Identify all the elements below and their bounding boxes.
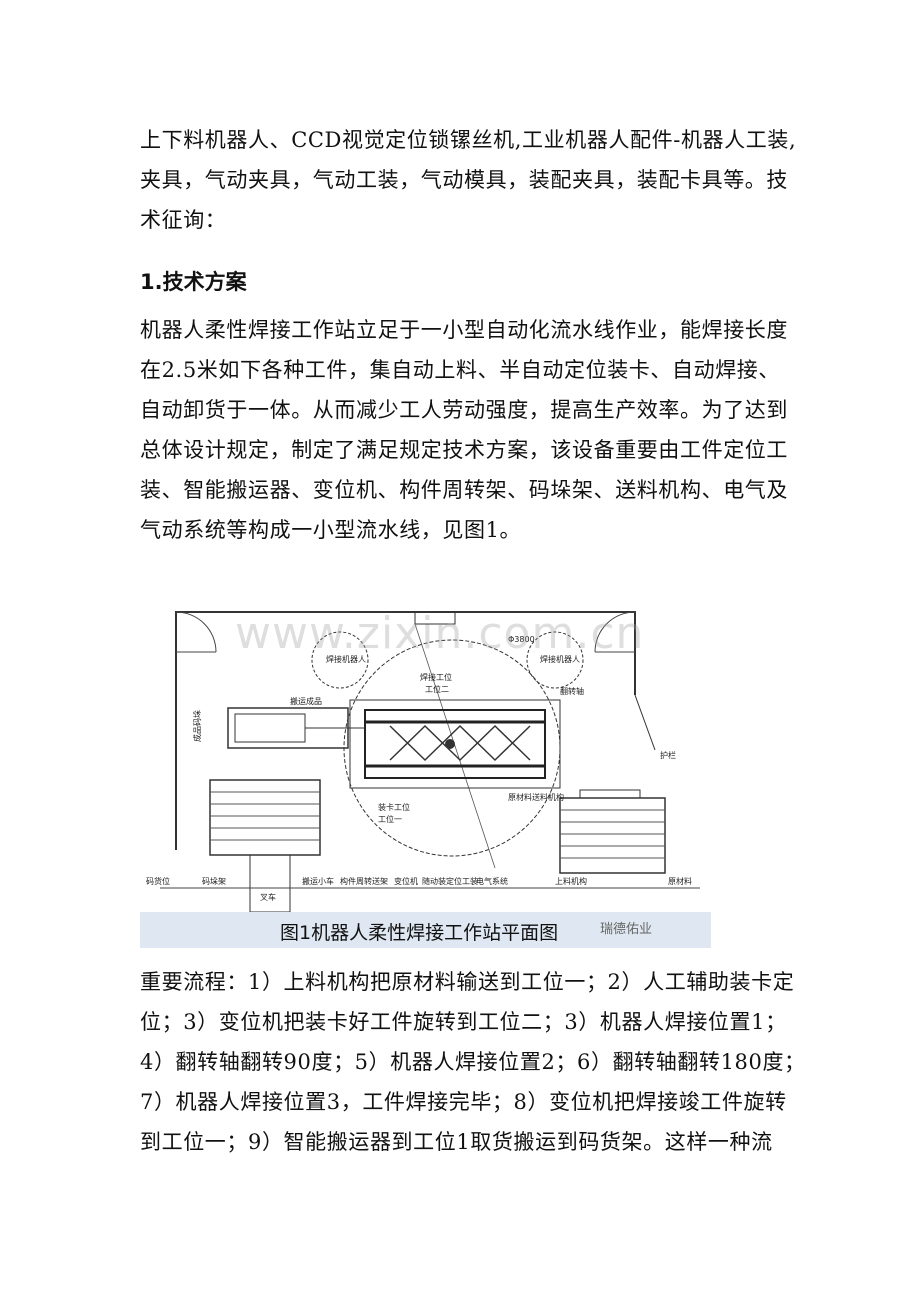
text-line: 上下料机器人、CCD视觉定位锁镙丝机,工业机器人配件-机器人工装, (140, 128, 797, 152)
label-flip-axis: 翻转轴 (560, 686, 584, 696)
intro-paragraph: 上下料机器人、CCD视觉定位锁镙丝机,工业机器人配件-机器人工装, 夹具，气动夹… (140, 120, 797, 240)
text-line: 机器人柔性焊接工作站立足于一小型自动化流水线作业，能焊接长度 (140, 318, 788, 342)
workstation-figure: 焊接机器人 焊接机器人 焊接工位 工位二 翻转轴 搬运成品 护栏 Φ3800 成… (140, 600, 711, 948)
text-line: 总体设计规定，制定了满足规定技术方案，该设备重要由工件定位工 (140, 438, 788, 462)
label-bottom-6: 变位机 (394, 876, 418, 886)
text-line: 位；3）变位机把装卡好工件旋转到工位二；3）机器人焊接位置1； (140, 1010, 787, 1034)
corner-mark: 瑞德佑业 (600, 922, 653, 937)
label-bottom-8: 电气系统 (476, 876, 508, 886)
text-line: 在2.5米如下各种工件，集自动上料、半自动定位装卡、自动焊接、 (140, 358, 780, 382)
text-line: 术征询： (140, 208, 227, 232)
label-bottom-5: 构件周转送架 (340, 876, 388, 886)
label-bottom-1: 码货位 (146, 876, 170, 886)
label-feed: 原材料送料机构 (508, 792, 564, 802)
label-bottom-2: 码垛架 (202, 876, 226, 886)
text-line: 7）机器人焊接位置3，工件焊接完毕；8）变位机把焊接竣工件旋转 (140, 1090, 787, 1114)
watermark: www.zixin.com.cn (235, 608, 645, 659)
label-diameter: Φ3800 (508, 635, 535, 644)
text-line: 气动系统等构成一小型流水线，见图1。 (140, 518, 522, 542)
process-paragraph: 重要流程：1）上料机构把原材料输送到工位一；2）人工辅助装卡定 位；3）变位机把… (140, 962, 806, 1162)
label-robot-right: 焊接机器人 (540, 654, 580, 664)
label-bottom-7: 随动装定位工装 (422, 876, 478, 886)
text-line: 自动卸货于一体。从而减少工人劳动强度，提高生产效率。为了达到 (140, 398, 788, 422)
section-heading: 1.技术方案 (140, 270, 247, 294)
figure-caption: 图1机器人柔性焊接工作站平面图 (280, 922, 559, 944)
label-bottom-4: 搬运小车 (302, 876, 334, 886)
text-line: 4）翻转轴翻转90度；5）机器人焊接位置2；6）翻转轴翻转180度； (140, 1050, 806, 1074)
label-mid-1: 装卡工位 (378, 802, 410, 812)
text-line: 到工位一；9）智能搬运器到工位1取货搬运到码货架。这样一种流 (140, 1130, 773, 1154)
label-bottom-9: 上料机构 (555, 876, 587, 886)
layout-drawing: 焊接机器人 焊接机器人 焊接工位 工位二 翻转轴 搬运成品 护栏 Φ3800 成… (146, 611, 700, 912)
label-side-left: 成品码垛 (192, 710, 202, 742)
text-line: 重要流程：1）上料机构把原材料输送到工位一；2）人工辅助装卡定 (140, 970, 795, 994)
label-transport: 搬运成品 (290, 696, 322, 706)
label-bottom-3: 叉车 (260, 892, 276, 902)
label-guardrail: 护栏 (660, 750, 676, 760)
text-line: 夹具，气动夹具，气动工装，气动模具，装配夹具，装配卡具等。技 (140, 168, 788, 192)
label-mid-2: 工位一 (378, 814, 402, 824)
label-bottom-10: 原材料 (668, 876, 692, 886)
text-line: 装、智能搬运器、变位机、构件周转架、码垛架、送料机构、电气及 (140, 478, 788, 502)
label-robot-left: 焊接机器人 (326, 654, 366, 664)
caption-bar (140, 912, 711, 948)
body-paragraph: 机器人柔性焊接工作站立足于一小型自动化流水线作业，能焊接长度 在2.5米如下各种… (140, 310, 790, 550)
label-station2: 工位二 (425, 684, 449, 694)
label-station: 焊接工位 (420, 672, 452, 682)
